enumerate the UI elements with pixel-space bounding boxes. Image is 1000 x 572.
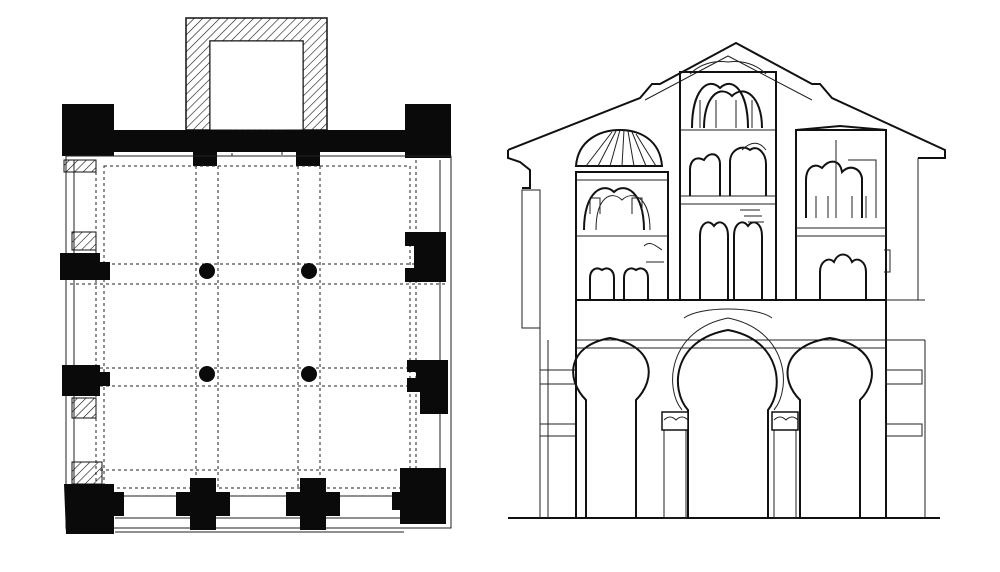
column-marker: [199, 366, 215, 382]
tall-window: [699, 221, 729, 300]
north-wall: [62, 104, 451, 166]
ribbed-dome: [574, 128, 664, 167]
horseshoe-arch: [572, 336, 650, 518]
column-marker: [301, 263, 317, 279]
central-lantern: [679, 61, 777, 319]
horseshoe-arch: [786, 336, 873, 518]
tall-window: [733, 221, 763, 300]
horseshoe-arch: [676, 328, 778, 518]
lobed-window: [729, 146, 767, 196]
column-capital: [661, 411, 689, 431]
lobed-window: [819, 253, 867, 300]
lobed-window: [805, 160, 863, 218]
section-elevation: [507, 41, 946, 519]
right-lantern: [795, 124, 891, 301]
mihrab-chamber: [185, 17, 328, 157]
hatched-side-walls: [63, 159, 103, 485]
plan-columns: [199, 263, 317, 382]
left-outer-wall: [521, 189, 577, 518]
right-outer-wall: [886, 158, 926, 518]
left-lantern: [574, 128, 669, 301]
plan-piers: [60, 232, 448, 534]
column-marker: [301, 366, 317, 382]
roof-profile: [507, 41, 946, 189]
column-marker: [199, 263, 215, 279]
lobed-window: [589, 267, 615, 300]
arcade-wall: [572, 299, 925, 519]
column-capital: [771, 411, 799, 431]
lobed-window: [689, 153, 721, 196]
plan-vault-lines: [65, 155, 452, 533]
lobed-window: [623, 267, 649, 300]
floor-plan: [60, 17, 452, 534]
